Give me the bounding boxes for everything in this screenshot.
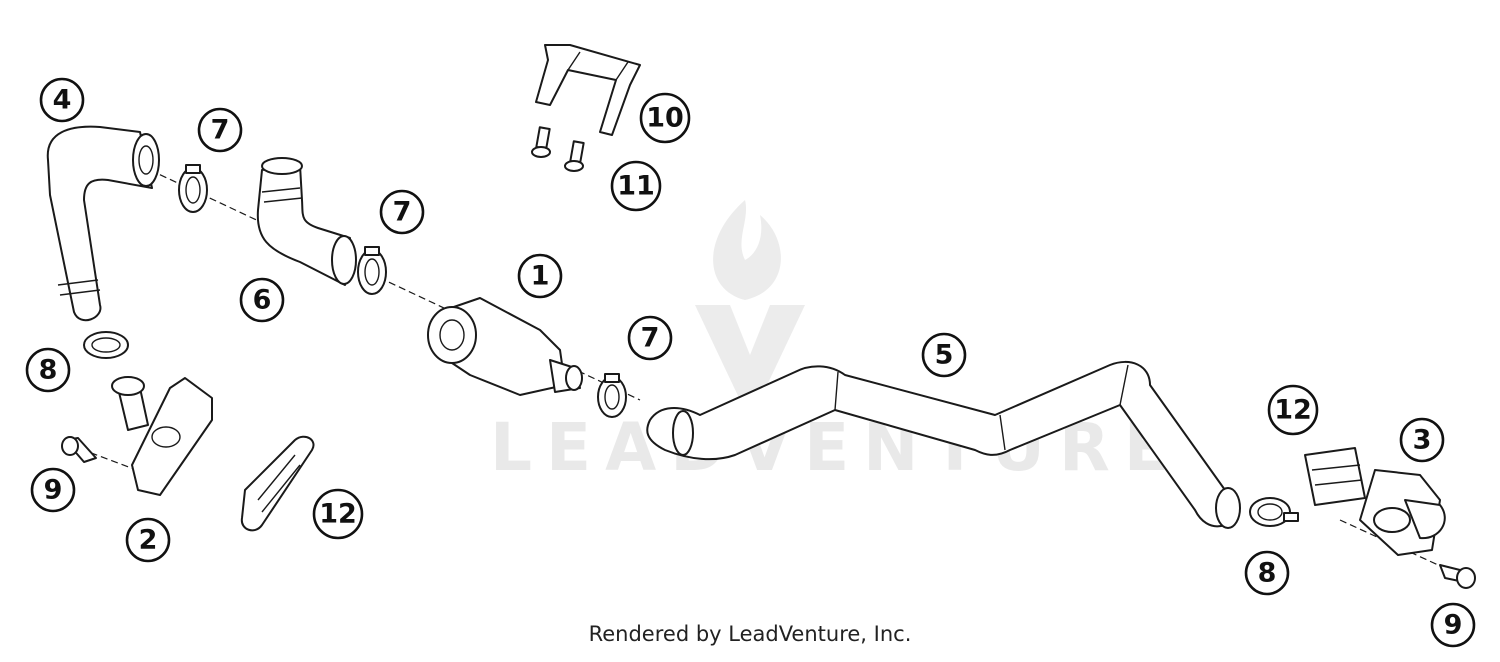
svg-text:6: 6 (253, 285, 272, 316)
svg-text:12: 12 (319, 499, 357, 530)
part-9-bolt-right (1439, 564, 1476, 589)
callout-7a: 7 (197, 107, 243, 153)
svg-text:10: 10 (646, 103, 684, 134)
callout-8b: 8 (1244, 550, 1290, 596)
callout-1: 1 (517, 253, 563, 299)
part-9-bolt-left (61, 436, 97, 463)
footer-credit: Rendered by LeadVenture, Inc. (588, 622, 912, 646)
part-4-upper-hose (46, 125, 160, 322)
part-1-thermostat-housing (427, 297, 583, 396)
part-7-clamp-c (597, 373, 627, 418)
callout-3: 3 (1399, 417, 1445, 463)
watermark: LEADVENTURE (490, 200, 1169, 486)
svg-text:8: 8 (1258, 558, 1277, 589)
svg-text:9: 9 (44, 475, 63, 506)
svg-text:4: 4 (53, 85, 72, 116)
svg-text:7: 7 (641, 323, 660, 354)
part-12-gasket-left (240, 435, 315, 532)
part-7-clamp-b (357, 246, 387, 295)
callout-10: 10 (639, 92, 691, 144)
part-7-clamp-a (178, 164, 208, 213)
part-3-right-fitting (1359, 469, 1446, 556)
callout-7c: 7 (627, 315, 673, 361)
svg-text:12: 12 (1274, 395, 1312, 426)
svg-text:2: 2 (139, 525, 158, 556)
part-11-bolts (531, 126, 585, 172)
leadventure-logo-mark (695, 305, 805, 400)
callout-9b: 9 (1430, 602, 1476, 648)
svg-text:1: 1 (531, 261, 550, 292)
svg-text:11: 11 (617, 171, 655, 202)
callout-9a: 9 (30, 467, 76, 513)
part-5-long-hose (646, 360, 1241, 529)
part-10-bracket (535, 44, 641, 136)
part-6-elbow-hose (256, 157, 357, 286)
callout-11: 11 (610, 160, 662, 212)
part-8-clamp-b (1249, 497, 1299, 527)
callout-8a: 8 (25, 347, 71, 393)
callout-4: 4 (39, 77, 85, 123)
svg-text:5: 5 (935, 340, 954, 371)
part-12-gasket-right (1304, 447, 1366, 506)
svg-text:8: 8 (39, 355, 58, 386)
svg-text:3: 3 (1413, 425, 1432, 456)
flame-icon (713, 200, 781, 300)
callout-12b: 12 (1267, 384, 1319, 436)
svg-text:7: 7 (211, 115, 230, 146)
svg-text:9: 9 (1444, 610, 1463, 641)
svg-text:7: 7 (393, 197, 412, 228)
part-8-clamp-a (83, 331, 129, 359)
callout-5: 5 (921, 332, 967, 378)
callout-12a: 12 (312, 488, 364, 540)
part-2-left-fitting (111, 376, 213, 496)
callout-2: 2 (125, 517, 171, 563)
callout-7b: 7 (379, 189, 425, 235)
callout-6: 6 (239, 277, 285, 323)
